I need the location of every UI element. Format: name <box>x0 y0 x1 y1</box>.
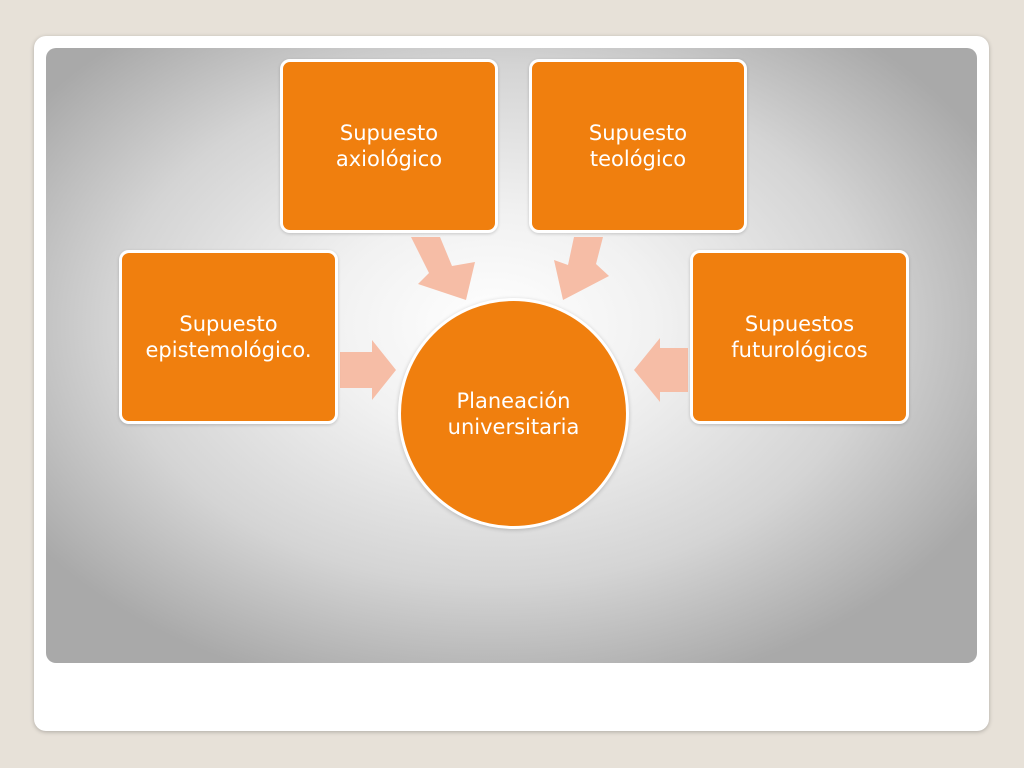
node-epistemologico: Supuesto epistemológico. <box>119 250 338 424</box>
node-center-label: Planeación universitaria <box>447 388 580 439</box>
arrow-axiologico <box>411 237 475 300</box>
arrow-teologico <box>554 237 609 300</box>
arrow-epistemologico <box>340 340 396 400</box>
node-epistemologico-label: Supuesto epistemológico. <box>145 312 312 362</box>
node-futurologicos: Supuestos futurológicos <box>690 250 909 424</box>
node-teologico: Supuesto teológico <box>529 59 747 233</box>
arrow-futurologicos <box>634 338 688 402</box>
node-axiologico: Supuesto axiológico <box>280 59 498 233</box>
node-center-planeacion: Planeación universitaria <box>398 298 629 529</box>
node-futurologicos-label: Supuestos futurológicos <box>731 312 868 362</box>
node-teologico-label: Supuesto teológico <box>588 121 688 171</box>
node-axiologico-label: Supuesto axiológico <box>335 121 443 171</box>
